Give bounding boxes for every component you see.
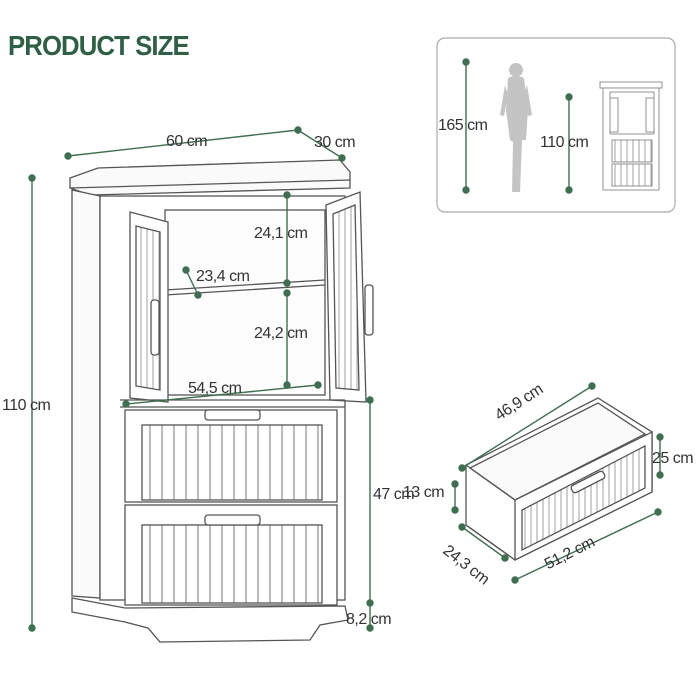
drawer-illustration: [465, 397, 653, 562]
drawer-side-height-label: 13 cm: [403, 484, 445, 501]
cabinet-height-label: 110 cm: [2, 397, 51, 414]
scale-dimension-lines: [462, 58, 573, 194]
cabinet-width-label: 60 cm: [166, 133, 208, 150]
drawer-front-height-label: 25 cm: [652, 450, 694, 467]
base-height-label: 8,2 cm: [346, 611, 392, 628]
top-shelf-gap-label: 24,1 cm: [254, 225, 308, 242]
lower-shelf-gap-label: 24,2 cm: [254, 325, 308, 342]
inner-width-label: 54,5 cm: [188, 380, 242, 397]
cabinet-depth-label: 30 cm: [314, 134, 356, 151]
mini-cabinet-height-label: 110 cm: [540, 134, 589, 151]
person-height-label: 165 cm: [438, 117, 488, 134]
cabinet-illustration: [69, 159, 374, 643]
shelf-depth-label: 23,4 cm: [196, 268, 250, 285]
drawer-dimension-lines: [451, 382, 664, 584]
person-silhouette-icon: [500, 63, 532, 192]
page-title: PRODUCT SIZE: [8, 30, 190, 61]
lower-section-height-label: 47 cm: [373, 486, 415, 503]
cabinet-dimension-lines: [28, 126, 374, 632]
mini-cabinet-icon: [599, 81, 663, 191]
